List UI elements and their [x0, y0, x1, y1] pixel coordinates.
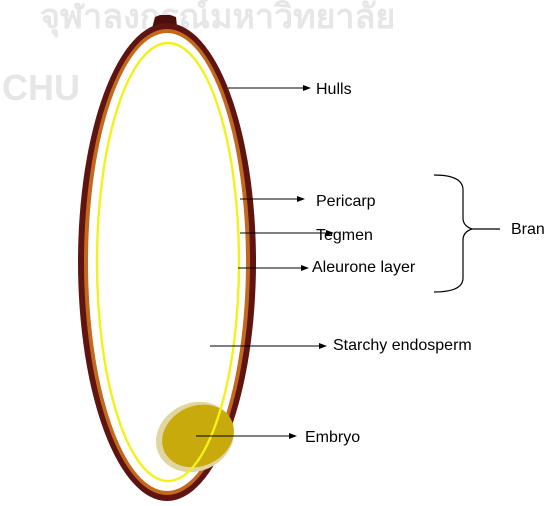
endosperm-label: Starchy endosperm — [333, 337, 472, 354]
embryo-label: Embryo — [305, 429, 360, 446]
diagram-labels: Hulls Pericarp Tegmen Aleurone layer Sta… — [305, 81, 545, 446]
watermark-latin-text: CHU — [2, 67, 80, 108]
hulls-label: Hulls — [316, 81, 352, 98]
tegmen-label: Tegmen — [316, 227, 373, 244]
bran-label: Bran — [511, 221, 545, 238]
aleurone-label: Aleurone layer — [312, 259, 416, 276]
hulls-pointer — [228, 85, 311, 91]
bran-bracket — [434, 175, 500, 292]
pericarp-label: Pericarp — [316, 193, 376, 210]
watermark-thai-text: จุฬาลงกรณ์มหาวิทยาลัย — [40, 0, 395, 38]
